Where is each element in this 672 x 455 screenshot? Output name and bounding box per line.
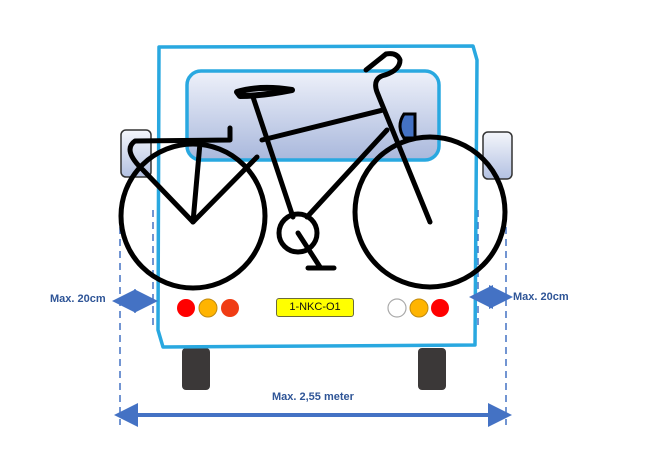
tail-light-red [177, 299, 195, 317]
right-tire [418, 348, 446, 390]
seat-tube [250, 94, 296, 220]
fork [363, 51, 433, 225]
license-plate: 1-NKC-O1 [276, 298, 354, 317]
reverse-light-white [387, 298, 407, 318]
tail-light-orange [221, 299, 239, 317]
total-width-label: Max. 2,55 meter [272, 391, 354, 403]
front-wheel [352, 134, 508, 290]
top-tube [259, 107, 386, 143]
chainring [276, 211, 320, 255]
left-tire [182, 348, 210, 390]
rack [127, 125, 260, 225]
tail-light-red-right [431, 299, 449, 317]
bicycle [118, 51, 508, 291]
rear-wheel [118, 141, 268, 291]
left-overhang-label: Max. 20cm [50, 293, 106, 305]
down-tube [304, 127, 390, 220]
right-mirror [482, 131, 513, 180]
right-overhang-label: Max. 20cm [513, 291, 569, 303]
crank [295, 230, 323, 270]
tail-light-amber-right [409, 298, 429, 318]
headlight [398, 112, 417, 140]
tail-light-amber [198, 298, 218, 318]
saddle [234, 84, 295, 99]
